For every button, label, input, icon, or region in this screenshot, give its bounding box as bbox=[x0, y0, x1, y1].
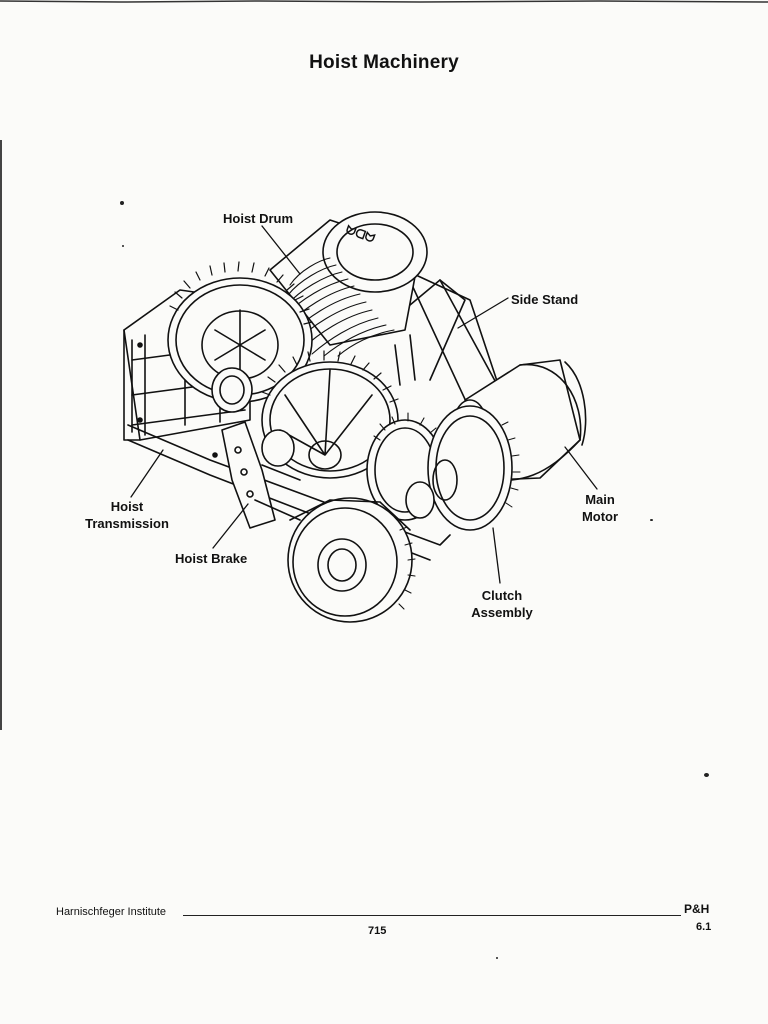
label-hoist-drum: Hoist Drum bbox=[223, 211, 294, 226]
label-clutch-assembly-line1: Clutch bbox=[481, 588, 523, 603]
label-main-motor-line2: Motor bbox=[581, 509, 619, 524]
leader-lines bbox=[130, 225, 598, 584]
label-main-motor-line1: Main bbox=[585, 492, 615, 507]
label-hoist-brake: Hoist Brake bbox=[175, 551, 248, 566]
speck bbox=[650, 519, 653, 521]
footer-brand: P&H bbox=[684, 902, 710, 916]
speck bbox=[704, 773, 709, 777]
label-hoist-transmission: Hoist Transmission bbox=[72, 498, 182, 532]
brake-wheel bbox=[287, 497, 416, 623]
page-number: 715 bbox=[368, 925, 387, 937]
pillow-blocks bbox=[211, 367, 435, 519]
label-side-stand: Side Stand bbox=[511, 292, 579, 307]
footer-institute: Harnischfeger Institute bbox=[56, 906, 167, 918]
label-clutch-assembly-line2: Assembly bbox=[471, 605, 533, 620]
label-hoist-transmission-line1: Hoist bbox=[110, 499, 144, 514]
hoist-brake bbox=[221, 421, 301, 529]
scan-edge-top bbox=[0, 0, 768, 3]
label-clutch-assembly: Clutch Assembly bbox=[460, 587, 544, 621]
scan-edge-left bbox=[0, 140, 2, 730]
speck bbox=[122, 245, 124, 247]
speck bbox=[496, 957, 498, 959]
page-title: Hoist Machinery bbox=[309, 52, 459, 73]
speck bbox=[120, 201, 124, 205]
label-main-motor: Main Motor bbox=[570, 491, 630, 525]
label-hoist-transmission-line2: Transmission bbox=[85, 516, 169, 531]
footer-rule bbox=[183, 915, 681, 916]
section-number: 6.1 bbox=[696, 921, 712, 933]
clutch-assembly bbox=[427, 405, 521, 531]
